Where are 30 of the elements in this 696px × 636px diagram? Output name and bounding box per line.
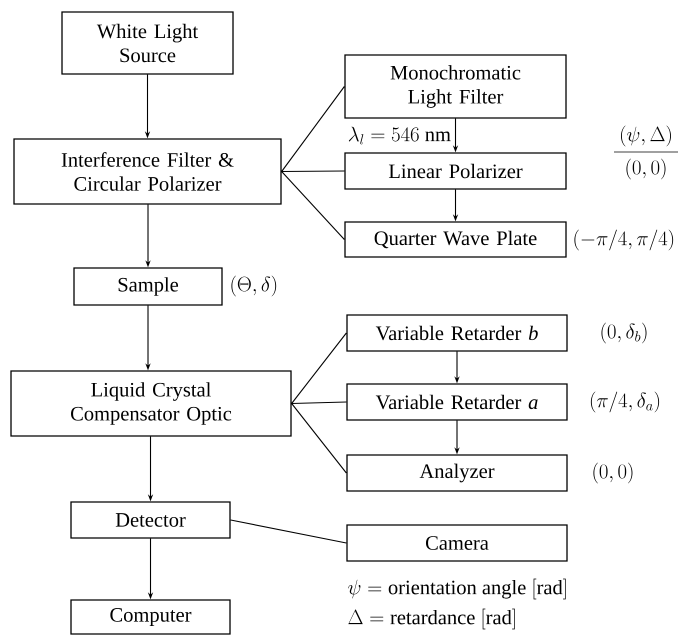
process-box: Camera [346,524,568,562]
process-box: Computer [70,599,231,635]
connector-line [281,171,345,240]
process-box: Interference Filter & Circular Polarizer [13,138,282,205]
edge-label: $\lambda_l = 546\ \mathrm{nm}$ [348,126,451,144]
process-box: Linear Polarizer [344,152,567,190]
parameter-label: $(\Theta,\delta)$ [231,276,276,296]
process-box: Detector [70,501,231,539]
text-label: $(0,0)$ [626,158,666,180]
text-label: $\psi = \mathrm{orientation\ angle\ [rad]}$ [348,578,566,600]
connector-line [292,401,346,404]
connector-line [230,519,346,544]
process-box: Analyzer [346,454,568,492]
process-box: Sample [73,267,223,306]
parameter-label: $(-\pi/4,\pi/4)$ [574,230,674,250]
text-label: $\Delta = \mathrm{retardance\ [rad]}$ [348,608,515,630]
text-label: $(\psi,\Delta)$ [621,126,671,146]
process-box: Liquid Crystal Compensator Optic [10,370,292,437]
connector-line [281,86,345,172]
process-box: Variable Retarder b [346,314,568,352]
connector-line [291,332,347,404]
process-box: Quarter Wave Plate [344,221,567,258]
connector-line [282,170,344,172]
process-box: White Light Source [61,11,234,75]
process-box: Variable Retarder a [346,383,568,421]
parameter-label: $(\pi/4,\delta_a)$ [590,392,660,412]
parameter-label: $(0,0)$ [593,462,632,484]
process-box: Monochromatic Light Filter [344,54,567,119]
parameter-label: $(0,\delta_b)$ [601,322,646,344]
connector-line [291,403,347,474]
